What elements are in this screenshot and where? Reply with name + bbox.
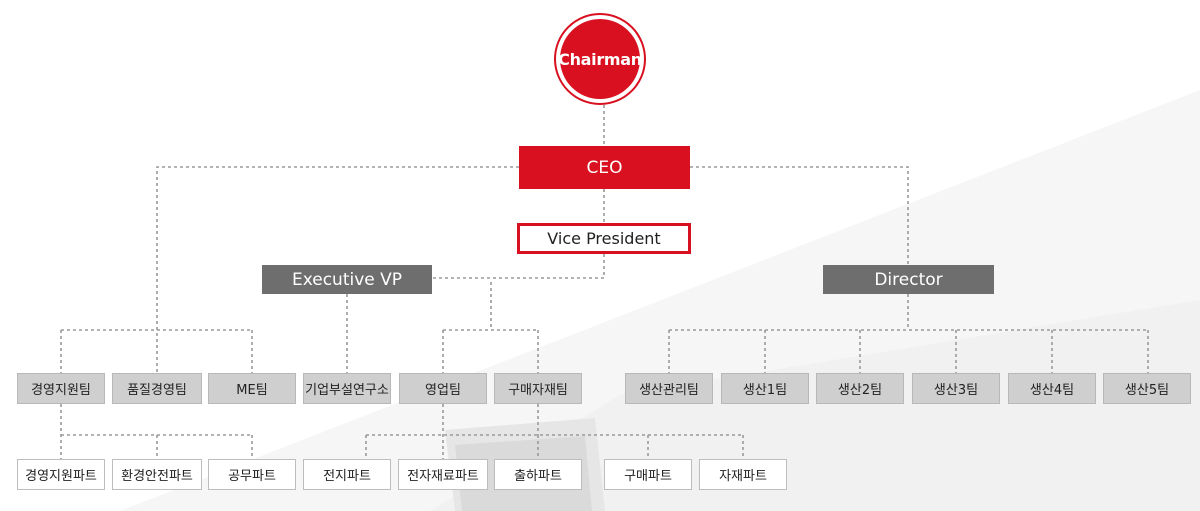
team-box: 품질경영팀 bbox=[112, 373, 202, 404]
team-box: 생산1팀 bbox=[721, 373, 809, 404]
part-box: 환경안전파트 bbox=[112, 459, 202, 490]
director-box: Director bbox=[823, 265, 994, 294]
team-box: ME팀 bbox=[208, 373, 296, 404]
vice-president-box: Vice President bbox=[517, 223, 691, 254]
part-box: 전자재료파트 bbox=[398, 459, 488, 490]
team-box: 생산3팀 bbox=[912, 373, 1000, 404]
executive-vp-box: Executive VP bbox=[262, 265, 432, 294]
part-box: 전지파트 bbox=[303, 459, 391, 490]
team-box: 생산관리팀 bbox=[625, 373, 713, 404]
chairman-node: Chairman bbox=[554, 13, 646, 105]
ceo-box: CEO bbox=[519, 146, 690, 189]
part-box: 구매파트 bbox=[604, 459, 692, 490]
part-box: 경영지원파트 bbox=[17, 459, 105, 490]
team-box: 영업팀 bbox=[399, 373, 487, 404]
team-box: 생산4팀 bbox=[1008, 373, 1096, 404]
team-box: 생산5팀 bbox=[1103, 373, 1191, 404]
chairman-label: Chairman bbox=[558, 19, 642, 99]
team-box: 기업부설연구소 bbox=[303, 373, 391, 404]
part-box: 출하파트 bbox=[494, 459, 582, 490]
part-box: 공무파트 bbox=[208, 459, 296, 490]
part-box: 자재파트 bbox=[699, 459, 787, 490]
team-box: 생산2팀 bbox=[816, 373, 904, 404]
team-box: 구매자재팀 bbox=[494, 373, 582, 404]
team-box: 경영지원팀 bbox=[17, 373, 105, 404]
